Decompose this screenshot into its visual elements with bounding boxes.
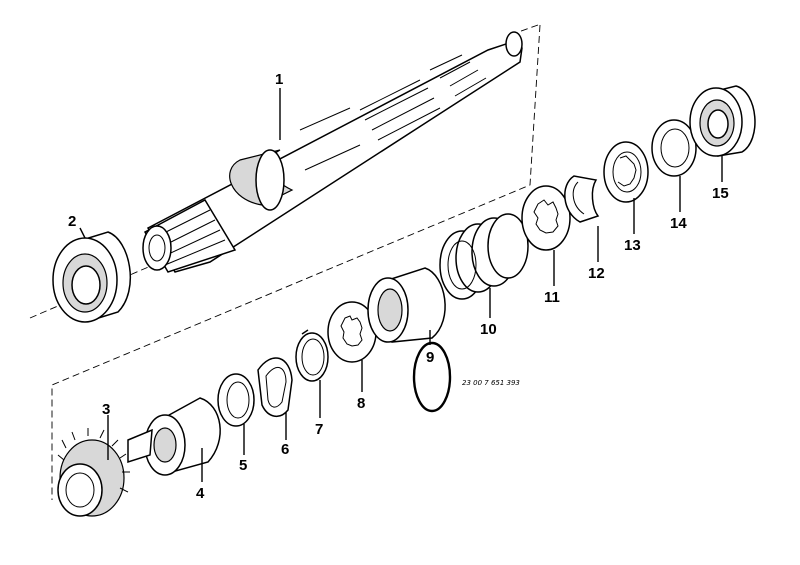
part-4-sleeve [127,397,221,476]
part-14-washer [651,119,697,177]
part-15-bearing [689,85,756,157]
part-9-bushing [367,267,446,343]
leader-lines [79,88,723,482]
drawing-reference-code: 23 00 7 651 393 [462,379,520,387]
callout-3: 3 [102,401,110,418]
callout-2: 2 [68,213,76,230]
callout-labels: 1 2 3 4 5 6 7 8 9 10 11 12 13 14 15 [68,71,729,502]
part-13-splined-ring [603,141,649,203]
part-7-snap-ring [295,329,329,382]
callout-11: 11 [544,289,560,306]
highlight-ring-part-9 [412,341,452,413]
callout-13: 13 [624,237,641,254]
callout-14: 14 [670,215,687,232]
callout-6: 6 [281,441,289,458]
callout-5: 5 [239,457,247,474]
part-3-gear [57,428,130,517]
callout-1: 1 [275,71,283,88]
callout-15: 15 [712,185,729,202]
callout-8: 8 [357,395,365,412]
callout-10: 10 [480,321,497,338]
callout-12: 12 [588,265,605,282]
callout-9: 9 [426,349,434,366]
part-10-spring [439,213,529,300]
part-11-splined-disc [521,185,571,251]
part-5-washer [217,373,255,427]
callout-7: 7 [315,421,323,438]
callout-4: 4 [196,485,205,502]
part-12-clip [564,175,600,223]
part-1-main-shaft [142,31,523,273]
part-6-retainer-plate [257,357,293,417]
part-2-bearing [52,231,132,323]
